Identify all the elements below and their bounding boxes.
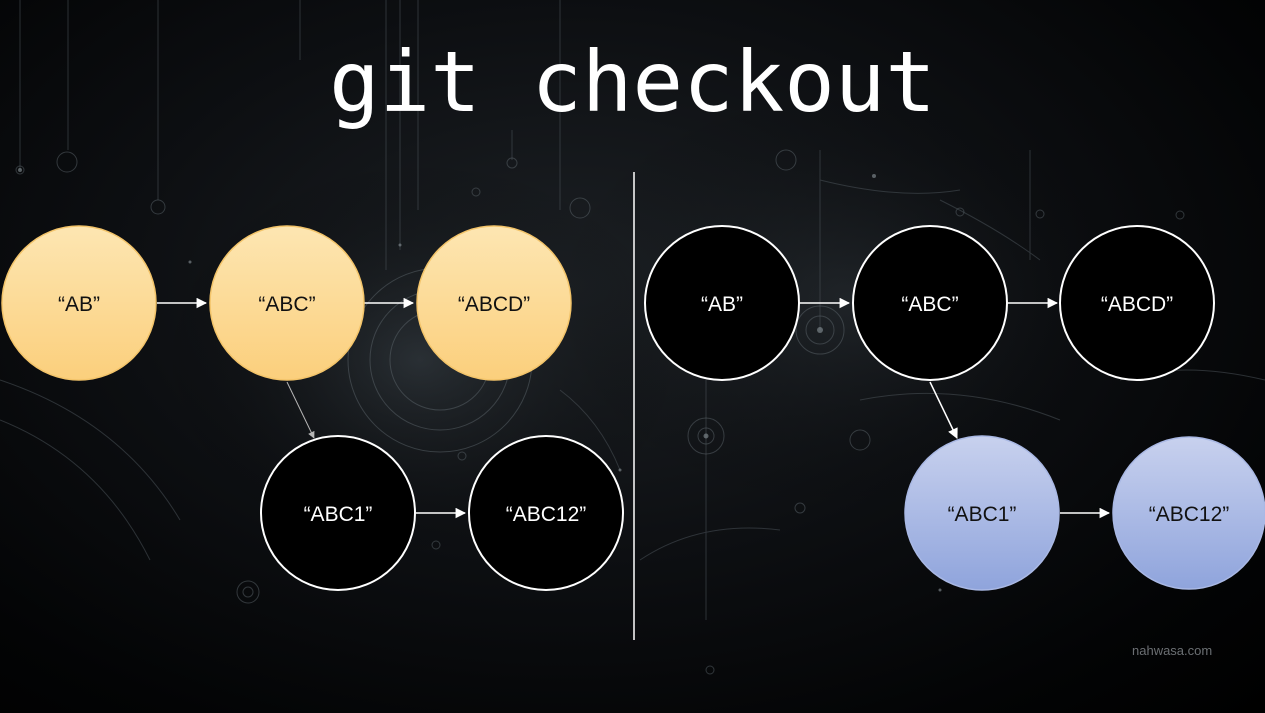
node-label: “ABC” xyxy=(258,293,315,316)
node-abc12: “ABC12” xyxy=(468,435,624,591)
node-label: “ABCD” xyxy=(458,293,530,316)
node-label: “ABC” xyxy=(901,293,958,316)
node-label: “ABC12” xyxy=(506,503,587,526)
node-abcd: “ABCD” xyxy=(416,225,572,381)
node-label: “ABCD” xyxy=(1101,293,1173,316)
node-ab: “AB” xyxy=(644,225,800,381)
node-ab: “AB” xyxy=(1,225,157,381)
node-abc1: “ABC1” xyxy=(260,435,416,591)
edge-abc-abc1 xyxy=(286,381,315,439)
page-title: git checkout xyxy=(329,33,936,131)
node-label: “ABC12” xyxy=(1149,503,1230,526)
node-label: “ABC1” xyxy=(304,503,373,526)
node-label: “AB” xyxy=(58,293,100,316)
node-abc: “ABC” xyxy=(209,225,365,381)
node-abc: “ABC” xyxy=(852,225,1008,381)
right-diagram: “AB” “ABC” “ABCD” “ABC1” “ABC12” xyxy=(644,225,1265,591)
watermark: nahwasa.com xyxy=(1132,643,1213,658)
node-label: “ABC1” xyxy=(948,503,1017,526)
left-diagram: “AB” “ABC” “ABCD” “ABC1” “ABC12” xyxy=(1,225,624,591)
node-abc12: “ABC12” xyxy=(1112,436,1265,590)
node-abc1: “ABC1” xyxy=(904,435,1060,591)
node-abcd: “ABCD” xyxy=(1059,225,1215,381)
edge-abc-abc1 xyxy=(929,381,958,439)
node-label: “AB” xyxy=(701,293,743,316)
